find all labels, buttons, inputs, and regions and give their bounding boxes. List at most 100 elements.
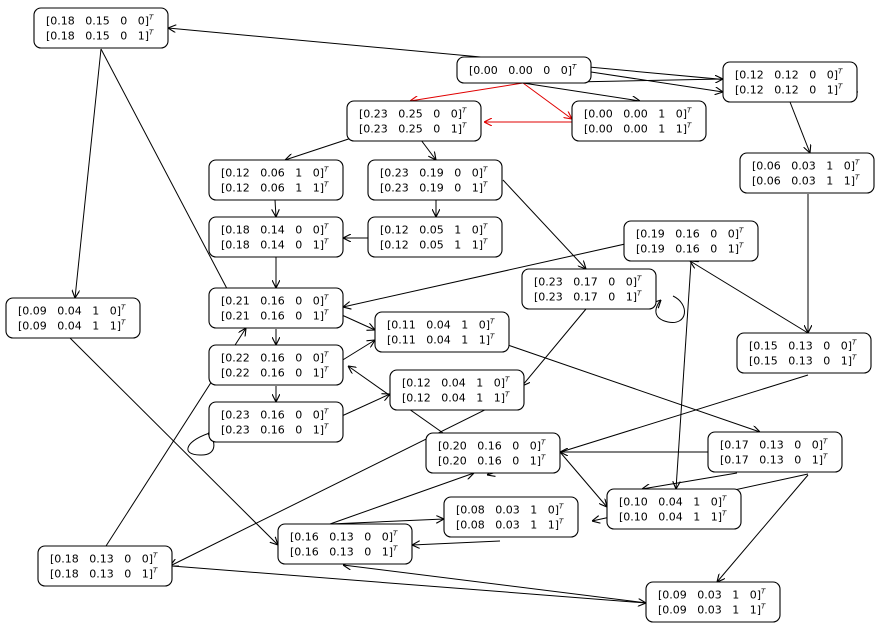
transition-arrow [522, 308, 587, 386]
state-vector-text: [0.17 0.13 0 1]T [720, 453, 828, 467]
transpose-superscript: T [687, 107, 692, 115]
state-vector-text: [0.12 0.06 1 0]T [221, 166, 329, 180]
state-vector-text: [0.15 0.13 0 1]T [749, 354, 857, 368]
state-node: [0.12 0.05 1 0]T[0.12 0.05 1 1]T [367, 216, 503, 258]
transpose-superscript: T [149, 14, 154, 22]
transpose-superscript: T [483, 238, 488, 246]
transpose-superscript: T [324, 223, 329, 231]
state-vector-text: [0.09 0.04 1 0]T [18, 304, 126, 318]
transition-arrow [412, 540, 501, 545]
state-node: [0.09 0.03 1 0]T[0.09 0.03 1 1]T [645, 581, 781, 623]
transition-arrow [642, 472, 738, 489]
state-vector-text: [0.16 0.13 0 0]T [290, 530, 398, 544]
transpose-superscript: T [687, 122, 692, 130]
state-vector-text: [0.06 0.03 1 1]T [752, 174, 860, 188]
state-node-box [645, 581, 781, 623]
state-node-box [208, 344, 344, 386]
state-vector-text: [0.10 0.04 1 0]T [619, 495, 727, 509]
transpose-superscript: T [722, 510, 727, 518]
transition-arrow [329, 519, 444, 525]
transpose-superscript: T [462, 107, 467, 115]
state-node-box [5, 297, 141, 339]
transpose-superscript: T [393, 530, 398, 538]
transition-arrow [789, 101, 810, 153]
state-vector-text: [0.11 0.04 1 1]T [387, 333, 495, 347]
state-vector-text: [0.00 0.00 0 0]T [469, 63, 577, 77]
transition-arrow [275, 199, 276, 217]
transition-arrow [170, 394, 516, 566]
transpose-superscript: T [483, 166, 488, 174]
transpose-superscript: T [739, 242, 744, 250]
transition-arrow-highlighted [522, 82, 572, 119]
state-vector-text: [0.12 0.12 0 0]T [735, 68, 843, 82]
transition-arrow [590, 71, 723, 92]
state-node-box [367, 216, 503, 258]
transpose-superscript: T [121, 319, 126, 327]
state-vector-text: [0.09 0.03 1 1]T [658, 603, 766, 617]
state-node-box [443, 496, 579, 538]
transpose-superscript: T [855, 174, 860, 182]
transition-arrow [522, 82, 640, 101]
state-node-box [208, 216, 344, 258]
transition-arrow [343, 239, 644, 307]
transpose-superscript: T [324, 238, 329, 246]
transpose-superscript: T [637, 290, 642, 298]
transpose-superscript: T [393, 545, 398, 553]
state-vector-text: [0.10 0.04 1 1]T [619, 510, 727, 524]
state-node: [0.00 0.00 1 0]T[0.00 0.00 1 1]T [571, 100, 707, 142]
transpose-superscript: T [761, 588, 766, 596]
state-node-box [623, 220, 759, 262]
state-node-box [425, 432, 561, 474]
state-vector-text: [0.23 0.19 0 1]T [380, 181, 488, 195]
state-node-box [374, 311, 510, 353]
transition-arrow [329, 473, 474, 525]
state-vector-text: [0.12 0.05 1 0]T [380, 223, 488, 237]
state-vector-text: [0.12 0.04 1 0]T [402, 376, 510, 390]
state-vector-text: [0.19 0.16 0 1]T [636, 242, 744, 256]
state-node-box [208, 159, 344, 201]
state-vector-text: [0.22 0.16 0 1]T [221, 366, 329, 380]
state-vector-text: [0.20 0.16 0 1]T [438, 454, 546, 468]
state-node: [0.21 0.16 0 0]T[0.21 0.16 0 1]T [208, 287, 344, 329]
transpose-superscript: T [855, 159, 860, 167]
transpose-superscript: T [324, 166, 329, 174]
transpose-superscript: T [324, 423, 329, 431]
state-node: [0.23 0.17 0 0]T[0.23 0.17 0 1]T [521, 268, 657, 310]
transition-arrow [343, 565, 648, 604]
transpose-superscript: T [739, 227, 744, 235]
state-vector-text: [0.00 0.00 1 1]T [584, 122, 692, 136]
state-node: [0.18 0.15 0 0]T[0.18 0.15 0 1]T [33, 7, 169, 49]
transpose-superscript: T [324, 309, 329, 317]
state-node: [0.18 0.14 0 0]T[0.18 0.14 0 1]T [208, 216, 344, 258]
state-vector-text: [0.18 0.15 0 0]T [46, 14, 154, 28]
state-node: [0.23 0.25 0 0]T[0.23 0.25 0 1]T [346, 100, 482, 142]
transpose-superscript: T [324, 408, 329, 416]
state-vector-text: [0.12 0.05 1 1]T [380, 238, 488, 252]
state-node-box [722, 61, 858, 103]
transpose-superscript: T [490, 318, 495, 326]
transpose-superscript: T [483, 223, 488, 231]
transpose-superscript: T [153, 567, 158, 575]
state-vector-text: [0.16 0.13 0 1]T [290, 545, 398, 559]
transpose-superscript: T [761, 603, 766, 611]
state-vector-text: [0.08 0.03 1 1]T [456, 518, 564, 532]
transition-arrow [676, 261, 692, 489]
state-node-box [606, 488, 742, 530]
state-vector-text: [0.23 0.25 0 0]T [359, 107, 467, 121]
transition-arrow [717, 474, 809, 582]
state-node-box [33, 7, 169, 49]
state-node: [0.12 0.12 0 0]T[0.12 0.12 0 1]T [722, 61, 858, 103]
state-node: [0.20 0.16 0 0]T[0.20 0.16 0 1]T [425, 432, 561, 474]
state-node: [0.12 0.04 1 0]T[0.12 0.04 1 1]T [389, 369, 525, 411]
state-node: [0.22 0.16 0 0]T[0.22 0.16 0 1]T [208, 344, 344, 386]
transpose-superscript: T [559, 518, 564, 526]
state-node: [0.06 0.03 1 0]T[0.06 0.03 1 1]T [739, 152, 875, 194]
state-node-box [456, 56, 592, 84]
state-node-box [277, 523, 413, 565]
state-vector-text: [0.00 0.00 1 0]T [584, 107, 692, 121]
state-node: [0.08 0.03 1 0]T[0.08 0.03 1 1]T [443, 496, 579, 538]
transpose-superscript: T [505, 391, 510, 399]
state-node-box [736, 332, 872, 374]
state-node: [0.16 0.13 0 0]T[0.16 0.13 0 1]T [277, 523, 413, 565]
